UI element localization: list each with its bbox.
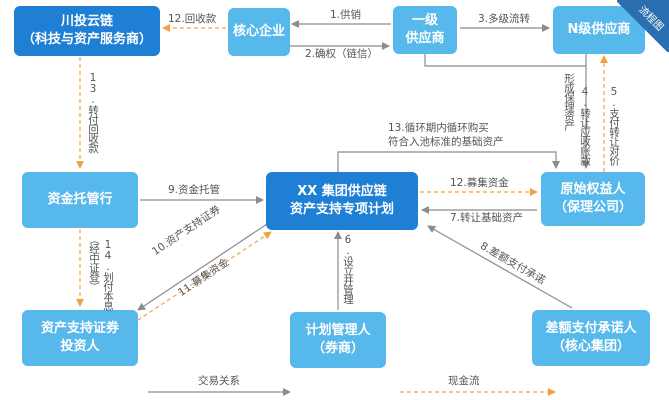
edge-label-transfer-assets: 7.转让基础资产	[450, 212, 524, 224]
investor-line2: 投资人	[60, 339, 100, 354]
guarantor-line2: （核心集团）	[551, 339, 630, 354]
edge-label-transfer: 3.多级流转	[478, 13, 531, 25]
edge-label-custody: 9.资金托管	[168, 184, 221, 196]
edge-label-transfer-receivable: 4.转让应收账款	[579, 86, 592, 165]
legend-trade-label: 交易关系	[198, 375, 240, 387]
plan-manager-node: 计划管理人 （券商）	[290, 312, 386, 368]
edge-label-supply: 1.供销	[330, 9, 362, 21]
edge-label-pay-consideration: 5.支付转让对价	[608, 86, 621, 165]
edge-label-factoring-asset: 形成保理资产	[563, 73, 576, 130]
edge-label-pay-principal: 14.划付本息	[102, 239, 115, 310]
tier1-line1: 一级	[411, 13, 438, 29]
edge-label-via-csdc: （经中证登）	[88, 234, 101, 291]
edge-label-revolving-1: 13.循环期内循环购买	[388, 122, 489, 134]
edge-revolving	[337, 151, 560, 172]
core-enterprise-node: 核心企业	[228, 8, 290, 56]
custodian-label: 资金托管行	[47, 192, 113, 208]
edge-transfer-receivable	[424, 52, 590, 169]
originator-line1: 原始权益人	[560, 182, 626, 198]
legend-cash-label: 现金流	[448, 375, 480, 387]
edge-label-setup: 6.设立并管理	[342, 234, 355, 304]
chuantou-line2: （科技与资产服务商）	[21, 32, 152, 47]
manager-line2: （券商）	[311, 341, 364, 356]
tiern-label: N级供应商	[567, 22, 631, 38]
manager-line1: 计划管理人	[305, 323, 371, 339]
custodian-bank-node: 资金托管行	[22, 172, 138, 228]
edge-abs	[137, 221, 271, 311]
chuantou-line1: 川投云链	[60, 14, 113, 30]
plan-line1: XX 集团供应链	[297, 184, 387, 200]
chuantou-node: 川投云链 （科技与资产服务商）	[14, 6, 160, 56]
guarantor-line1: 差额支付承诺人	[545, 321, 637, 337]
guarantor-node: 差额支付承诺人 （核心集团）	[532, 310, 650, 366]
edge-label-revolving-2: 符合入池标准的基础资产	[388, 136, 504, 148]
flowchart-corner-badge: 流程图	[617, 0, 669, 52]
originator-node: 原始权益人 （保理公司）	[541, 172, 645, 226]
plan-line2: 资产支持专项计划	[289, 202, 394, 217]
investor-node: 资产支持证券 投资人	[22, 310, 138, 366]
investor-line1: 资产支持证券	[40, 321, 119, 337]
core-label: 核心企业	[232, 24, 285, 40]
edge-label-forward-recovery: 13.转付回收款	[87, 72, 100, 153]
edge-shortfall	[427, 225, 573, 309]
originator-line2: （保理公司）	[553, 200, 632, 215]
edge-label-recovery: 12.回收款	[168, 13, 217, 25]
tier1-line2: 供应商	[405, 31, 445, 46]
edge-label-confirm: 2.确权（链信）	[305, 48, 379, 60]
edge-label-raise-originator: 12.募集资金	[450, 177, 509, 189]
special-plan-node: XX 集团供应链 资产支持专项计划	[266, 172, 418, 230]
tier1-supplier-node: 一级 供应商	[393, 6, 457, 54]
